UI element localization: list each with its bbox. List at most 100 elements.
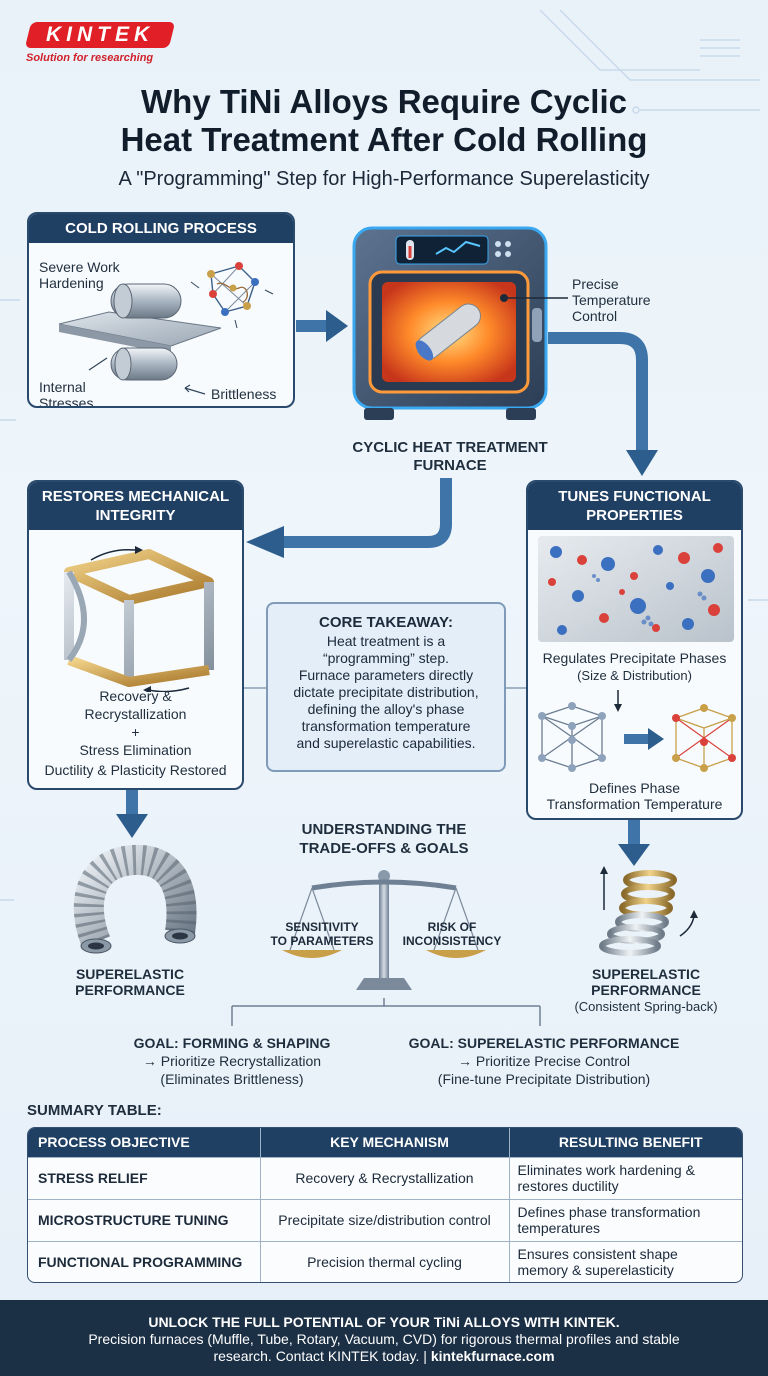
row-1-benefit-line-2: restores ductility	[517, 1178, 619, 1194]
precipitate-phases-illustration	[538, 536, 734, 642]
goal-superelastic-line-2: (Fine-tune Precipitate Distribution)	[437, 1071, 651, 1087]
goal-superelastic-block: GOAL: SUPERELASTIC PERFORMANCE → Priorit…	[396, 1034, 692, 1088]
row-2-objective: MICROSTRUCTURE TUNING	[28, 1198, 260, 1241]
takeaway-heading: CORE TAKEAWAY:	[319, 614, 453, 631]
footer-line-3: research. Contact KINTEK today. | kintek…	[0, 1348, 768, 1365]
label-internal: Internal	[39, 379, 86, 395]
tunes-line-3: Defines Phase	[588, 780, 681, 796]
row-2-benefit-line-1: Defines phase transformation	[517, 1204, 701, 1220]
cold-rolling-panel: COLD ROLLING PROCESS Severe Work Hardeni…	[27, 212, 295, 408]
label-brittleness: Brittleness	[211, 386, 277, 402]
tradeoffs-heading-2: TRADE-OFFS & GOALS	[299, 840, 469, 857]
subtitle: A "Programming" Step for High-Performanc…	[118, 168, 650, 190]
row-3-benefit-line-2: memory & superelasticity	[517, 1262, 674, 1279]
footer-website-link[interactable]: kintekfurnace.com	[430, 1348, 555, 1364]
superelastic-spring-illustration	[599, 866, 698, 956]
restores-heading-line-1: RESTORES MECHANICAL	[41, 488, 230, 505]
tunes-panel: TUNES FUNCTIONAL PROPERTIES Regulates Pr…	[526, 480, 743, 820]
goal-forming-line-1: → Prioritize Recrystallization	[142, 1053, 322, 1069]
goal-forming-title: GOAL: FORMING & SHAPING	[133, 1035, 331, 1051]
phase-transformation-illustration	[538, 690, 736, 772]
furnace-caption-2: FURNACE	[413, 457, 487, 474]
label-hardening: Hardening	[39, 275, 104, 291]
inconsistency-label: RISK OF INCONSISTENCY	[392, 920, 512, 948]
balance-scale-illustration	[282, 870, 486, 990]
goal-superelastic-line-1: → Prioritize Precise Control	[458, 1053, 630, 1069]
tunes-line-4: Transformation Temperature	[546, 796, 723, 812]
summary-table-grid: PROCESS OBJECTIVE KEY MECHANISM RESULTIN…	[28, 1128, 742, 1282]
header-key-mechanism: KEY MECHANISM	[259, 1128, 509, 1157]
takeaway-line-6: transformation temperature	[301, 718, 471, 734]
row-2-benefit-line-2: temperatures	[517, 1220, 600, 1236]
logo-tagline: Solution for researching	[26, 52, 154, 64]
inconsistency-label-2: INCONSISTENCY	[402, 934, 502, 948]
furnace-label-temperature: Temperature	[572, 292, 651, 308]
takeaway-line-2: “programming” step.	[322, 650, 450, 666]
summary-table-label: SUMMARY TABLE:	[27, 1102, 162, 1119]
rolling-mill-illustration	[58, 262, 274, 395]
title-line-2: Heat Treatment After Cold Rolling	[120, 121, 648, 158]
tunes-heading-line-1: TUNES FUNCTIONAL	[558, 488, 711, 505]
label-stresses: Stresses	[39, 395, 94, 408]
furnace-caption-1: CYCLIC HEAT TREATMENT	[352, 439, 548, 456]
core-takeaway-box: CORE TAKEAWAY: Heat treatment is a “prog…	[266, 602, 506, 772]
sensitivity-label-2: TO PARAMETERS	[270, 934, 374, 948]
summary-table: PROCESS OBJECTIVE KEY MECHANISM RESULTIN…	[27, 1127, 743, 1283]
title-line-1: Why TiNi Alloys Require Cyclic	[141, 83, 627, 120]
arrow-to-furnace	[296, 310, 348, 342]
row-1-benefit-line-1: Eliminates work hardening &	[517, 1162, 695, 1178]
header-resulting-benefit: RESULTING BENEFIT	[508, 1128, 742, 1157]
furnace-illustration	[352, 226, 548, 420]
row-3-benefit-line-1: Ensures consistent shape	[517, 1246, 678, 1263]
table-header-row: PROCESS OBJECTIVE KEY MECHANISM RESULTIN…	[28, 1128, 742, 1157]
restores-heading-line-2: INTEGRITY	[95, 507, 176, 524]
takeaway-line-1: Heat treatment is a	[326, 633, 446, 649]
right-result-line-2: PERFORMANCE	[591, 982, 701, 998]
tunes-line-1: Regulates Precipitate Phases	[542, 650, 727, 666]
tunes-heading: TUNES FUNCTIONAL PROPERTIES	[528, 482, 741, 530]
recrystallized-frame-illustration	[64, 546, 214, 692]
tradeoffs-heading-1: UNDERSTANDING THE	[301, 821, 467, 838]
temperature-callout-line	[500, 294, 568, 302]
table-row: FUNCTIONAL PROGRAMMING Precision thermal…	[28, 1240, 742, 1282]
right-result-line-1: SUPERELASTIC	[591, 966, 701, 982]
inconsistency-label-1: RISK OF	[427, 920, 477, 934]
row-2-mechanism: Precipitate size/distribution control	[259, 1198, 509, 1241]
right-result-line-3: (Consistent Spring-back)	[574, 999, 718, 1014]
tunes-heading-line-2: PROPERTIES	[586, 507, 683, 524]
footer-line-1: UNLOCK THE FULL POTENTIAL OF YOUR TiNi A…	[148, 1314, 620, 1330]
takeaway-line-7: and superelastic capabilities.	[296, 735, 476, 751]
restores-line-4: Ductility & Plasticity Restored	[44, 762, 227, 778]
restores-line-3: Stress Elimination	[79, 742, 192, 758]
row-1-mechanism: Recovery & Recrystallization	[259, 1156, 509, 1199]
takeaway-line-4: dictate precipitate distribution,	[293, 684, 479, 700]
footer-banner: UNLOCK THE FULL POTENTIAL OF YOUR TiNi A…	[0, 1300, 768, 1376]
takeaway-line-5: defining the alloy's phase	[307, 701, 465, 717]
restores-panel: RESTORES MECHANICAL INTEGRITY Recovery &…	[27, 480, 244, 790]
row-1-objective: STRESS RELIEF	[28, 1156, 260, 1199]
row-3-objective: FUNCTIONAL PROGRAMMING	[28, 1240, 260, 1282]
furnace-label-control: Control	[572, 308, 618, 324]
sensitivity-label-1: SENSITIVITY	[285, 920, 359, 934]
cold-rolling-heading: COLD ROLLING PROCESS	[29, 214, 293, 243]
furnace-label-precise: Precise	[572, 276, 619, 292]
left-result-line-2: PERFORMANCE	[75, 982, 185, 998]
goal-forming-block: GOAL: FORMING & SHAPING → Prioritize Rec…	[100, 1034, 364, 1088]
tunes-line-2: (Size & Distribution)	[577, 668, 692, 683]
goal-forming-line-2: (Eliminates Brittleness)	[160, 1071, 304, 1087]
table-row: STRESS RELIEF Recovery & Recrystallizati…	[28, 1156, 742, 1199]
left-result-line-1: SUPERELASTIC	[75, 966, 185, 982]
sensitivity-label: SENSITIVITY TO PARAMETERS	[262, 920, 382, 948]
superelastic-tube-illustration	[73, 845, 197, 954]
header-process-objective: PROCESS OBJECTIVE	[28, 1128, 260, 1157]
table-row: MICROSTRUCTURE TUNING Precipitate size/d…	[28, 1198, 742, 1241]
footer-line-2: Precision furnaces (Muffle, Tube, Rotary…	[88, 1331, 680, 1347]
takeaway-line-3: Furnace parameters directly	[298, 667, 474, 683]
restores-line-1: Recovery &	[99, 688, 172, 704]
restores-line-2: Recrystallization	[84, 706, 187, 722]
restores-plus: +	[131, 724, 140, 740]
